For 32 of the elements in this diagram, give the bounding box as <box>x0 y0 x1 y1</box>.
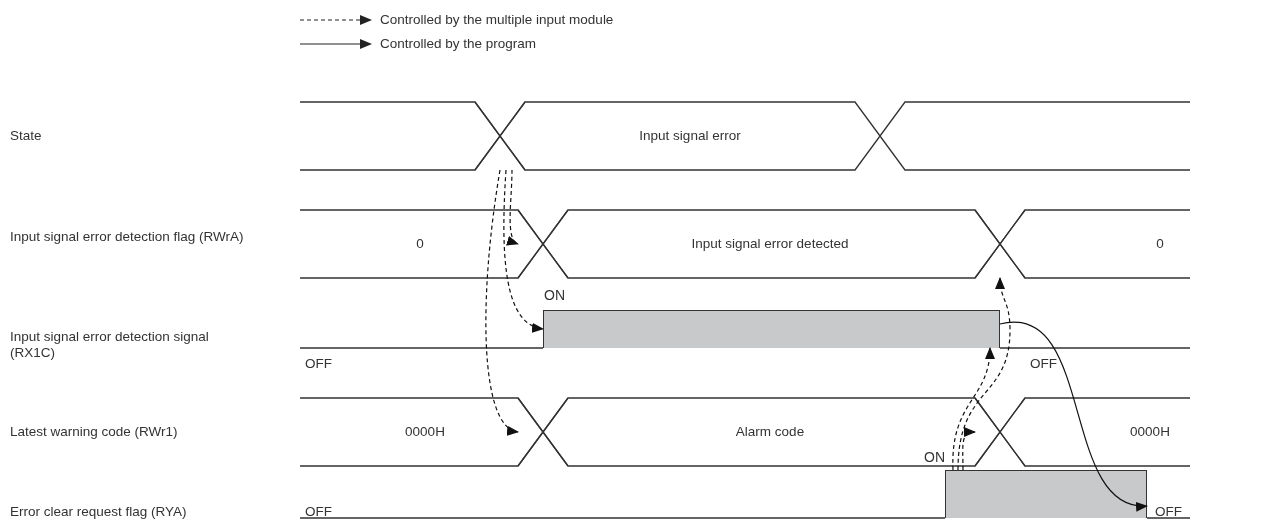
arrow <box>962 427 976 471</box>
signal-value: OFF <box>1155 504 1183 520</box>
signal-name: Error clear request flag (RYA) <box>10 504 188 520</box>
signal-state: ON <box>544 287 565 303</box>
signal-value: Alarm code <box>734 424 806 440</box>
signal-value: 0000H <box>404 424 446 440</box>
signal-name: Latest warning code (RWr1) <box>10 424 179 440</box>
signal-name: Input signal error detection signal (RX1C) <box>10 329 210 361</box>
transition-cross <box>975 210 1025 278</box>
signal-value: OFF <box>305 504 333 520</box>
signal-value: 0 <box>415 236 425 252</box>
transition-cross <box>518 210 568 278</box>
signal-name: Input signal error detection flag (RWrA) <box>10 229 245 245</box>
arrow <box>506 169 519 245</box>
arrow <box>485 169 519 433</box>
arrow <box>957 277 1011 471</box>
arrow <box>952 347 995 471</box>
legend-text: Controlled by the multiple input module <box>380 12 614 27</box>
arrow <box>999 322 1148 510</box>
signal-state: ON <box>924 449 945 465</box>
signal-name: State <box>10 128 43 144</box>
transition-cross <box>475 102 525 170</box>
signal-value: 0 <box>1155 236 1165 252</box>
legend-text: Controlled by the program <box>380 36 537 51</box>
signal-value: OFF <box>305 356 333 372</box>
signal-value: OFF <box>1030 356 1058 372</box>
signal-value: 0000H <box>1129 424 1171 440</box>
transition-cross <box>518 398 568 466</box>
signal-value: Input signal error <box>638 128 742 144</box>
arrow <box>503 169 544 332</box>
transition-cross <box>975 398 1025 466</box>
signal-value: Input signal error detected <box>690 236 850 252</box>
